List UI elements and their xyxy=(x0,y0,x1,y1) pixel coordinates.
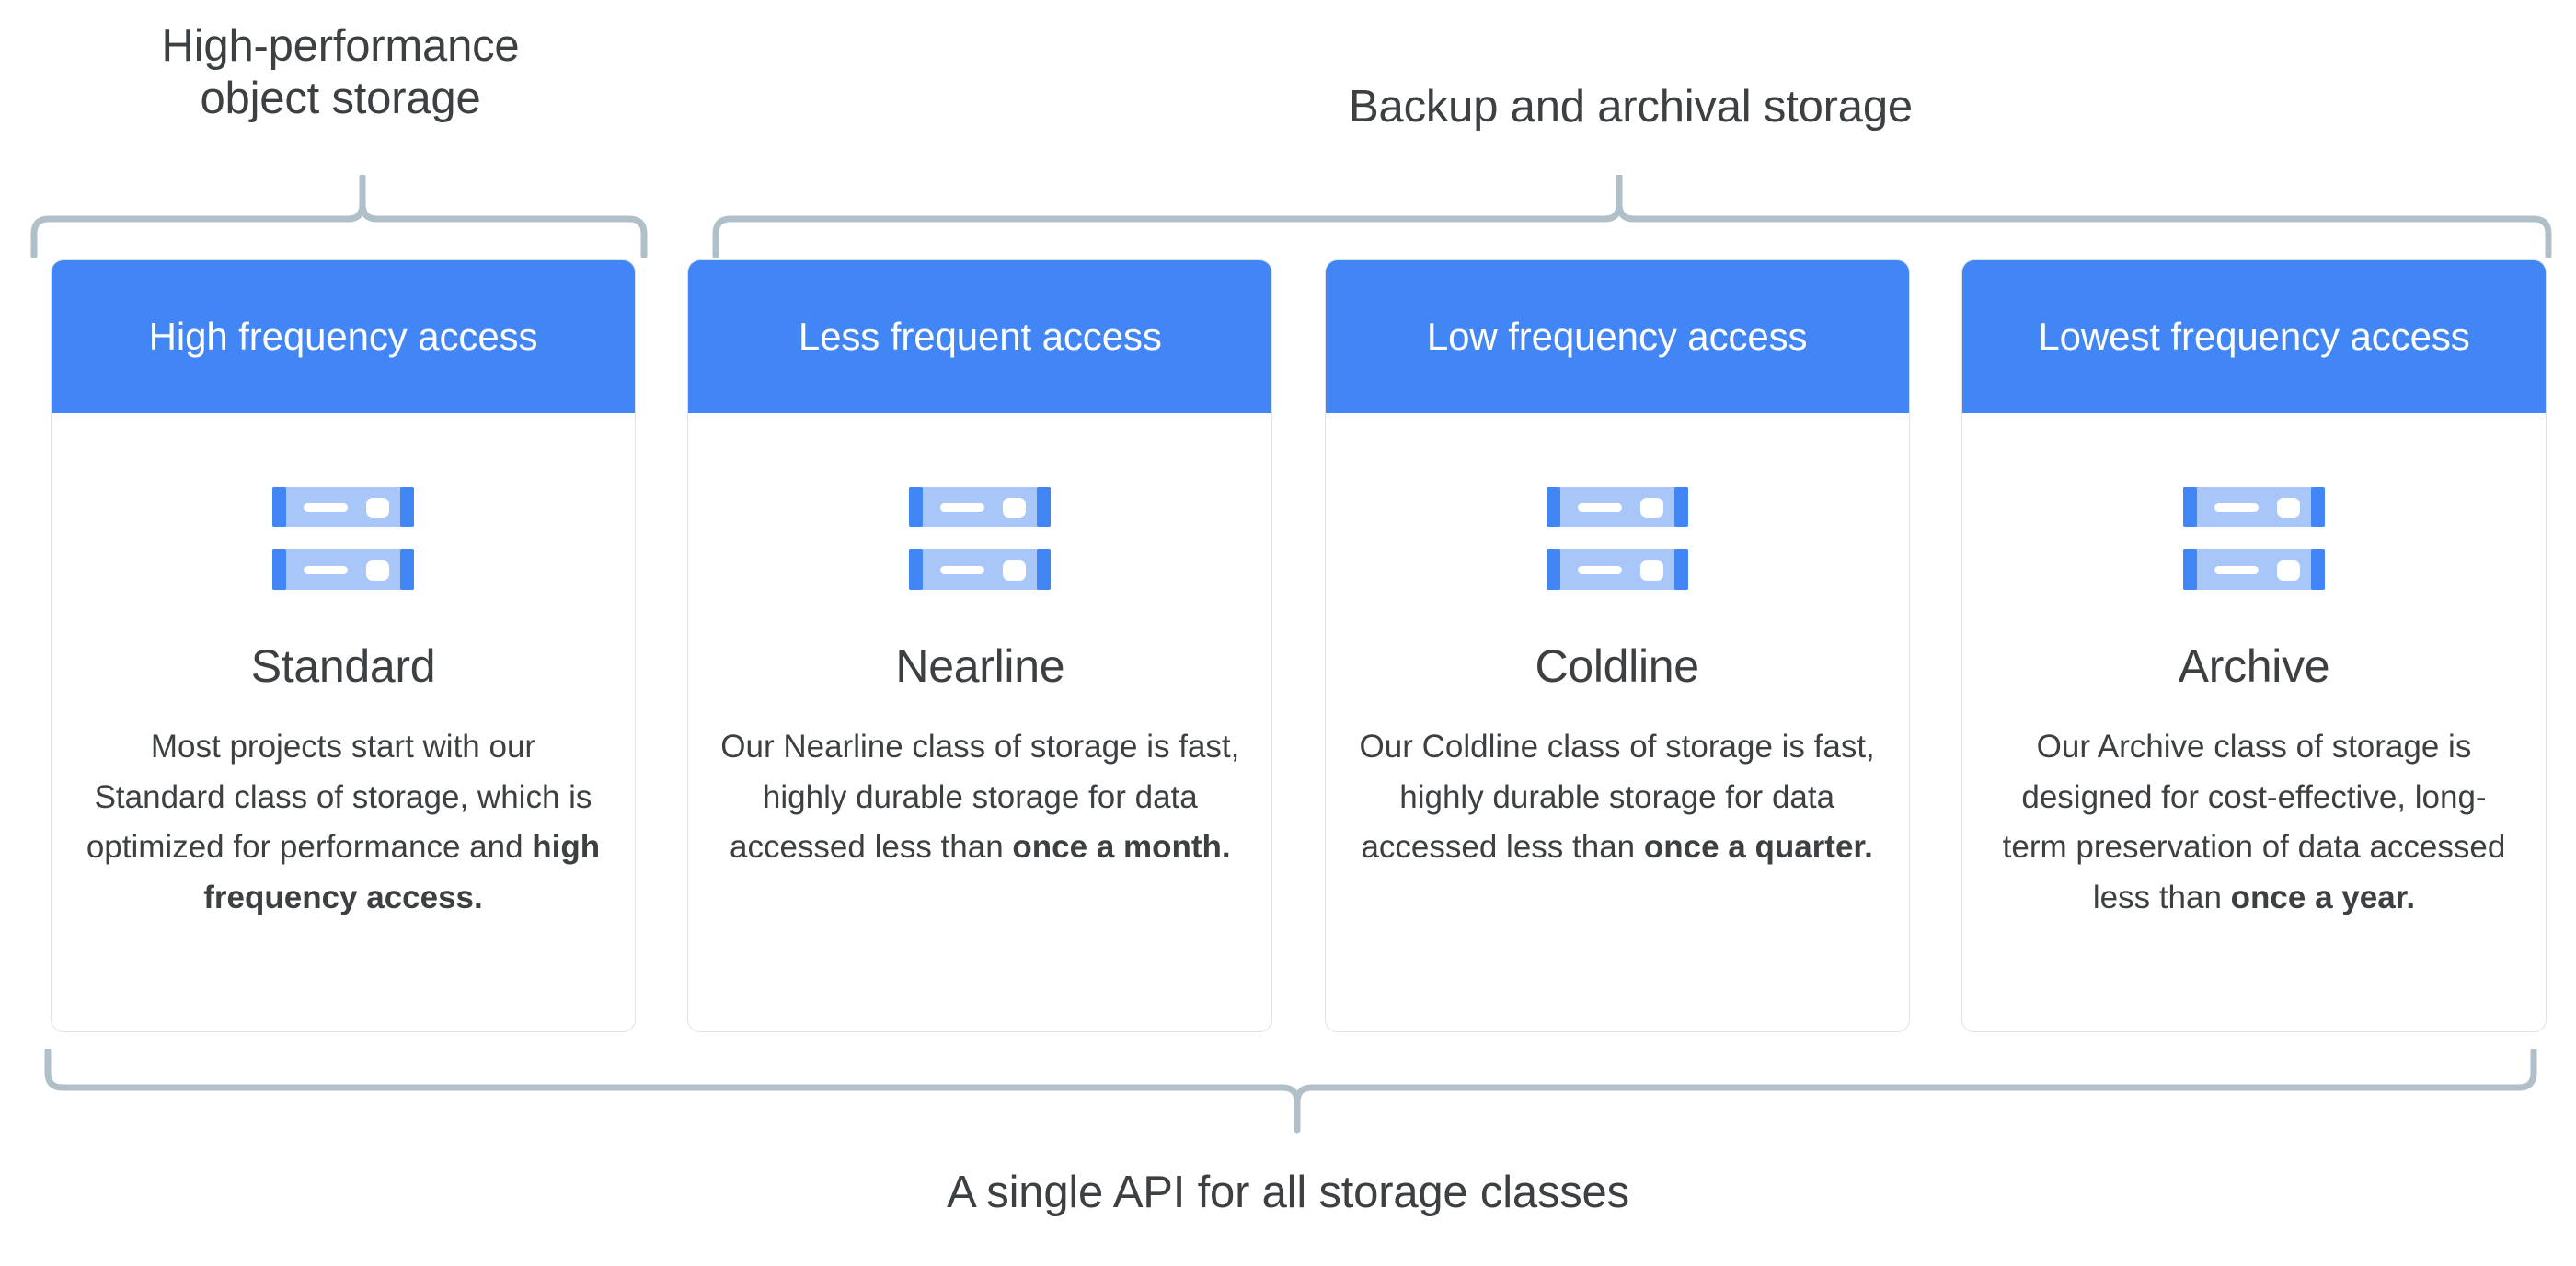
storage-class-card-standard[interactable]: High frequency access Standard Most proj… xyxy=(51,259,636,1032)
card-description: Our Coldline class of storage is fast, h… xyxy=(1326,722,1909,873)
server-stack-icon xyxy=(909,487,1052,590)
bottom-caption: A single API for all storage classes xyxy=(947,1168,1629,1217)
group-label-high-performance: High-performance object storage xyxy=(161,21,520,124)
server-stack-icon xyxy=(272,487,414,590)
brace-top-right xyxy=(712,175,2552,258)
card-header-label: Lowest frequency access xyxy=(1961,260,2546,413)
card-description-emphasis: once a year. xyxy=(2230,879,2416,915)
storage-class-card-coldline[interactable]: Low frequency access Coldline Our Coldli… xyxy=(1324,259,1910,1032)
card-description-text: Our Archive class of storage is designed… xyxy=(2002,729,2506,915)
card-title: Archive xyxy=(2178,640,2330,692)
card-description-text: Most projects start with our Standard cl… xyxy=(86,729,592,866)
storage-class-card-list: High frequency access Standard Most proj… xyxy=(51,259,2547,1032)
card-description: Our Nearline class of storage is fast, h… xyxy=(688,722,1271,873)
card-header-label: High frequency access xyxy=(52,260,635,413)
server-stack-icon xyxy=(1546,487,1688,590)
storage-class-card-nearline[interactable]: Less frequent access Nearline Our Nearli… xyxy=(687,259,1273,1032)
group-label-backup-archival: Backup and archival storage xyxy=(1349,82,1913,132)
card-header-label: Low frequency access xyxy=(1325,260,1909,413)
card-description-emphasis: high frequency access. xyxy=(203,829,601,915)
card-description-emphasis: once a month. xyxy=(1012,829,1231,866)
brace-top-left xyxy=(30,175,648,258)
card-description-text: Our Coldline class of storage is fast, h… xyxy=(1359,729,1875,866)
server-stack-icon xyxy=(2182,487,2325,590)
card-title: Nearline xyxy=(895,640,1065,692)
card-description: Most projects start with our Standard cl… xyxy=(52,722,635,923)
card-title: Coldline xyxy=(1535,640,1700,692)
card-title: Standard xyxy=(250,640,436,692)
brace-bottom xyxy=(44,1049,2537,1134)
card-description: Our Archive class of storage is designed… xyxy=(1962,722,2546,923)
card-description-emphasis: once a quarter. xyxy=(1643,829,1873,866)
card-description-text: Our Nearline class of storage is fast, h… xyxy=(720,729,1240,866)
storage-class-card-archive[interactable]: Lowest frequency access Archive Our Arch… xyxy=(1961,259,2547,1032)
card-header-label: Less frequent access xyxy=(688,260,1272,413)
